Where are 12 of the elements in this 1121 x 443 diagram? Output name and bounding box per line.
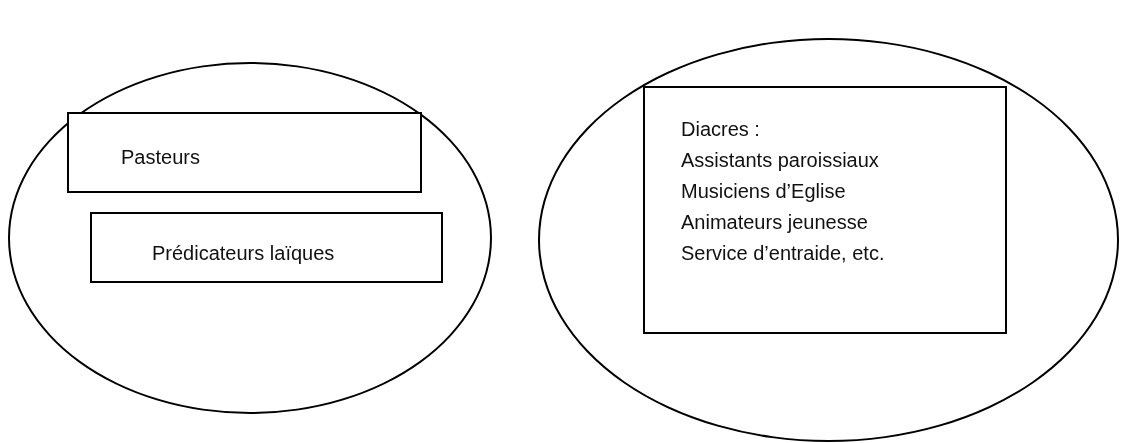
box-text: Musiciens d’Eglise (681, 179, 846, 204)
text-box (90, 212, 443, 283)
text-box (67, 112, 422, 193)
ellipse-shape (8, 62, 492, 414)
box-text: Prédicateurs laïques (152, 241, 335, 266)
box-text: Diacres : (681, 117, 760, 142)
box-text: Service d’entraide, etc. (681, 241, 885, 266)
text-box (643, 86, 1007, 334)
box-text: Pasteurs (121, 145, 200, 170)
box-text: Animateurs jeunesse (681, 210, 868, 235)
ellipse-shape (538, 38, 1119, 442)
box-text: Assistants paroissiaux (681, 148, 879, 173)
